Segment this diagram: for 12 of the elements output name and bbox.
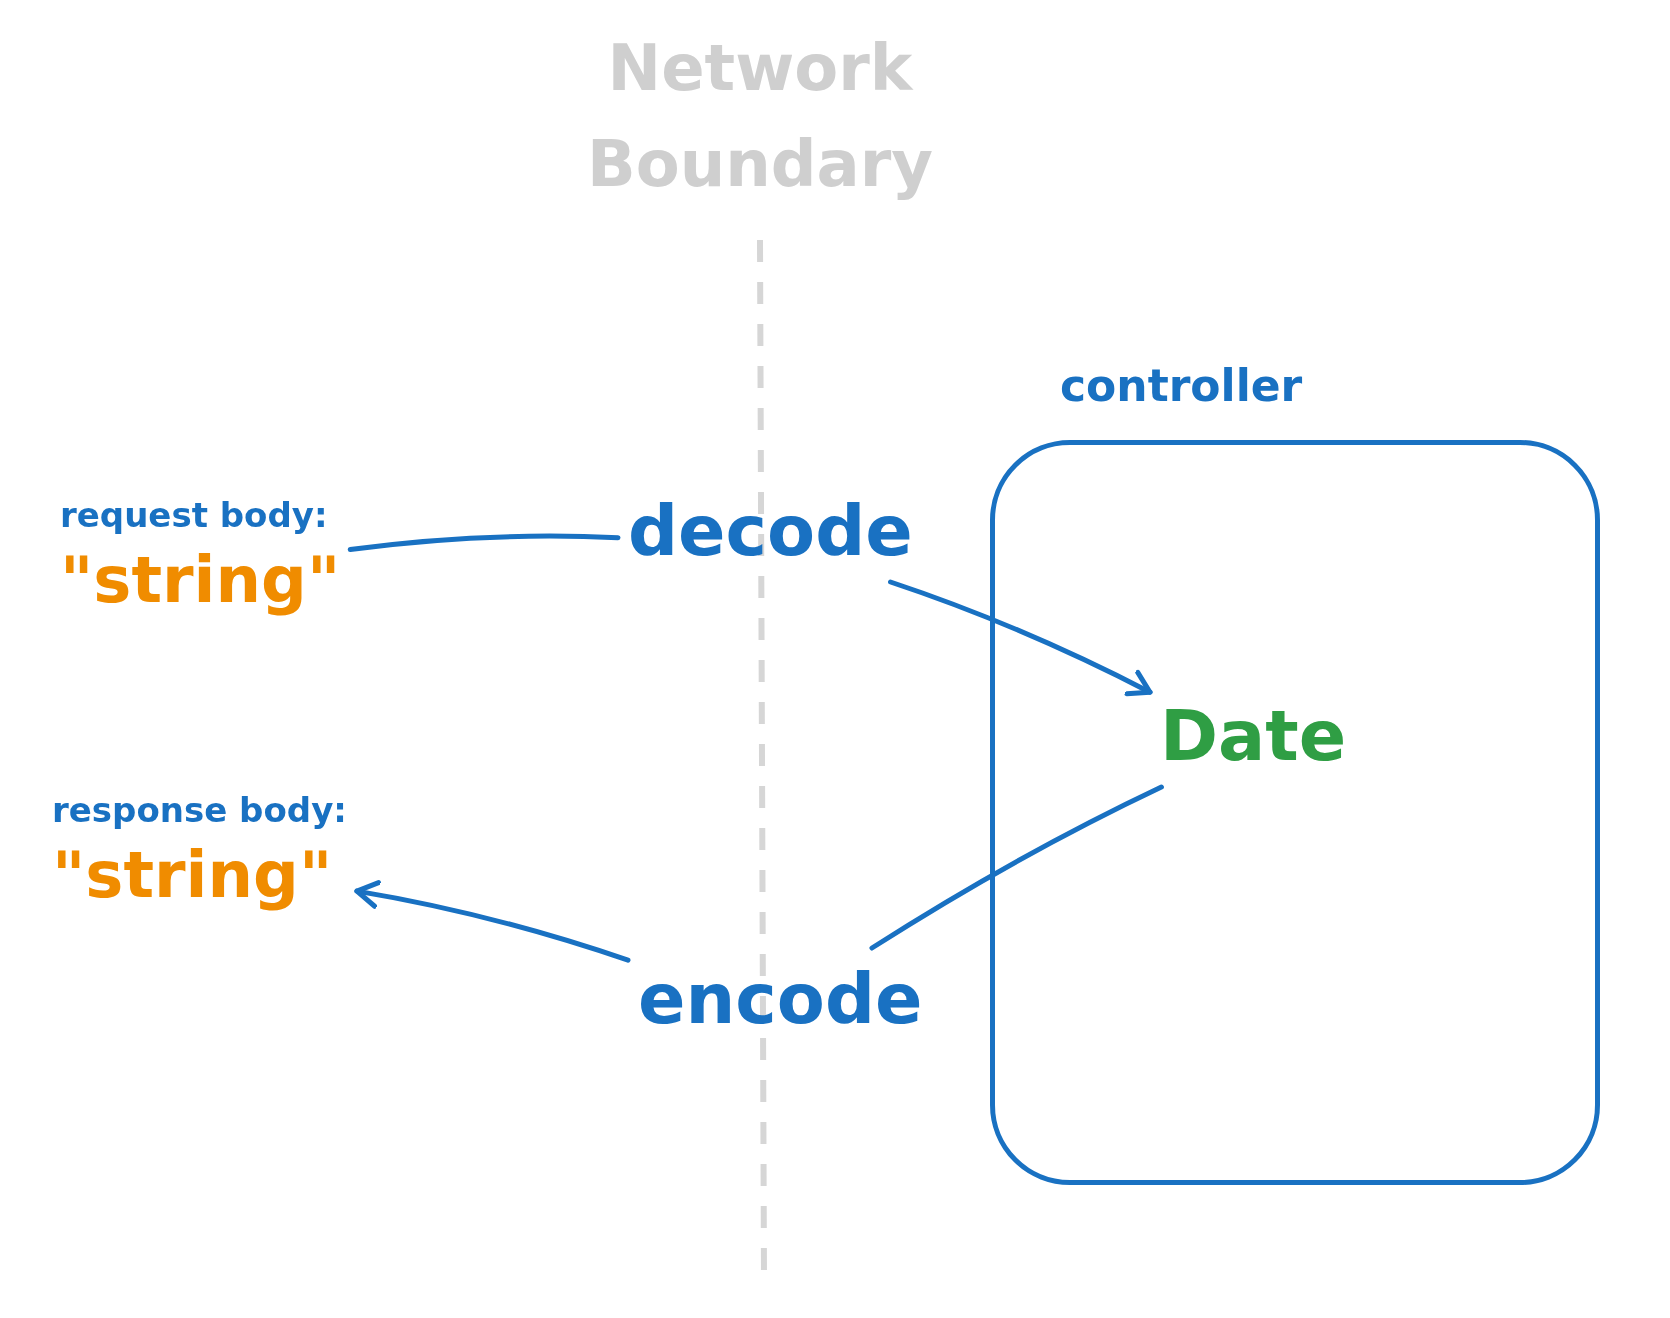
connector-line xyxy=(347,533,621,552)
step-label: decode xyxy=(628,490,913,572)
arrow xyxy=(888,579,1153,697)
arrow xyxy=(354,880,631,963)
string-value: "string" xyxy=(60,543,341,617)
connector-line xyxy=(869,784,1164,951)
string-value: "string" xyxy=(52,838,334,912)
container-heading: controller xyxy=(1060,360,1303,411)
type-label: Date xyxy=(1160,695,1347,777)
field-label: response body: xyxy=(52,790,347,830)
step-label: encode xyxy=(638,958,923,1040)
field-label: request body: xyxy=(60,495,329,535)
